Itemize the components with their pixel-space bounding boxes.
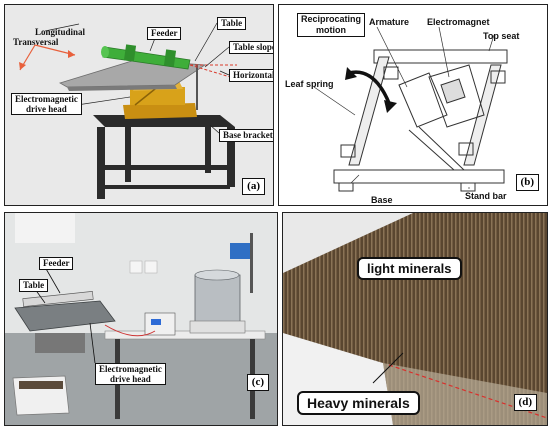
leader-lines-b — [313, 26, 495, 189]
label-base-bracket: Base bracket — [219, 129, 273, 142]
label-light-minerals: light minerals — [357, 257, 462, 280]
panel-b-schematic: Reciprocating motion Armature Electromag… — [278, 4, 548, 206]
label-em-drive-head: Electromagnetic drive head — [11, 93, 82, 115]
armature-shape — [398, 72, 448, 128]
label-transversal: Transversal — [13, 37, 59, 47]
stand-bar-left — [338, 182, 354, 192]
clamp-upper-right — [490, 70, 506, 84]
label-feeder-photo: Feeder — [39, 257, 74, 270]
label-feeder: Feeder — [147, 27, 182, 40]
cad-model-drawing — [19, 22, 238, 199]
base-shape — [333, 169, 505, 184]
panel-d-letter: (d) — [513, 394, 537, 411]
label-reciprocating-motion: Reciprocating motion — [297, 13, 366, 37]
leader-line-heavy — [372, 352, 404, 384]
electromagnet-shape — [428, 64, 485, 128]
base-bracket-shape — [93, 115, 235, 199]
label-leaf-spring: Leaf spring — [285, 79, 334, 89]
direction-arrows — [19, 44, 76, 71]
label-armature: Armature — [369, 17, 410, 27]
label-em-drive-head-photo: Electromagnetic drive head — [95, 363, 166, 385]
panel-d-photo-table: light minerals Heavy minerals (d) — [282, 212, 548, 426]
clamp-lower-left — [340, 144, 356, 158]
table-shape — [58, 59, 207, 110]
label-base: Base — [371, 195, 393, 205]
label-top-seat: Top seat — [483, 31, 520, 41]
electromagnet-coil — [440, 78, 466, 104]
panel-b-letter: (b) — [515, 174, 539, 191]
panel-a-cad-model: Longitudinal Transversal Feeder Table Ta… — [4, 4, 274, 206]
label-table-photo: Table — [19, 279, 49, 292]
label-table: Table — [217, 17, 247, 30]
stand-bar-right — [460, 182, 476, 192]
panel-c-letter: (c) — [246, 374, 269, 391]
lab-photo-drawing — [5, 213, 277, 425]
panel-c-photo-setup: Feeder Table Electromagnetic drive head … — [4, 212, 278, 426]
reciprocating-arrow — [345, 67, 397, 113]
feeder-shape — [101, 44, 191, 70]
label-longitudinal: Longitudinal — [35, 27, 86, 37]
label-stand-bar: Stand bar — [465, 191, 507, 201]
clamp-upper-left — [383, 66, 399, 80]
panel-a-letter: (a) — [242, 178, 265, 195]
label-horizontal: Horizontal — [229, 69, 273, 82]
schematic-drawing — [313, 26, 508, 192]
label-heavy-minerals: Heavy minerals — [297, 391, 420, 415]
label-table-slope: Table slope — [229, 41, 273, 54]
label-electromagnet: Electromagnet — [427, 17, 490, 27]
clamp-lower-right — [458, 142, 474, 156]
top-seat-shape — [373, 49, 508, 64]
